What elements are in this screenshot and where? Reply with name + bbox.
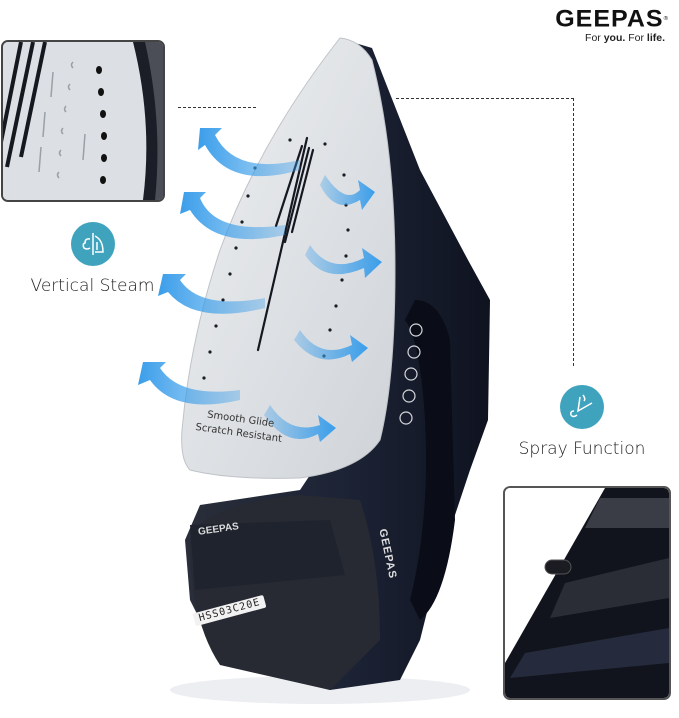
brand-block: GEEPAS® For you. For life. xyxy=(555,6,669,44)
feature-vertical-steam: Vertical Steam xyxy=(10,222,175,296)
spray-nozzle-closeup-inset xyxy=(503,486,671,700)
vertical-steam-icon xyxy=(70,222,115,266)
soleplate-text: Smooth Glide Scratch Resistant xyxy=(194,409,283,445)
brand-tagline: For you. For life. xyxy=(585,32,665,44)
model-label: HSS03C20E xyxy=(192,594,267,627)
spray-icon xyxy=(560,385,604,429)
spray-nozzle-closeup-image xyxy=(505,488,669,698)
connector-line-right-horizontal xyxy=(396,98,574,99)
connector-line-right-vertical xyxy=(573,98,574,366)
soleplate-closeup-inset xyxy=(1,40,165,202)
rating-plate-brand: GEEPAS xyxy=(197,521,240,538)
connector-line-left xyxy=(178,107,256,108)
handle-brand: GEEPAS xyxy=(376,527,399,581)
feature-spray-function: Spray Function xyxy=(507,385,657,459)
brand-logo: GEEPAS® xyxy=(555,5,669,33)
feature-label: Vertical Steam xyxy=(30,276,155,296)
feature-label: Spray Function xyxy=(518,439,646,459)
soleplate-closeup-image xyxy=(3,42,163,200)
